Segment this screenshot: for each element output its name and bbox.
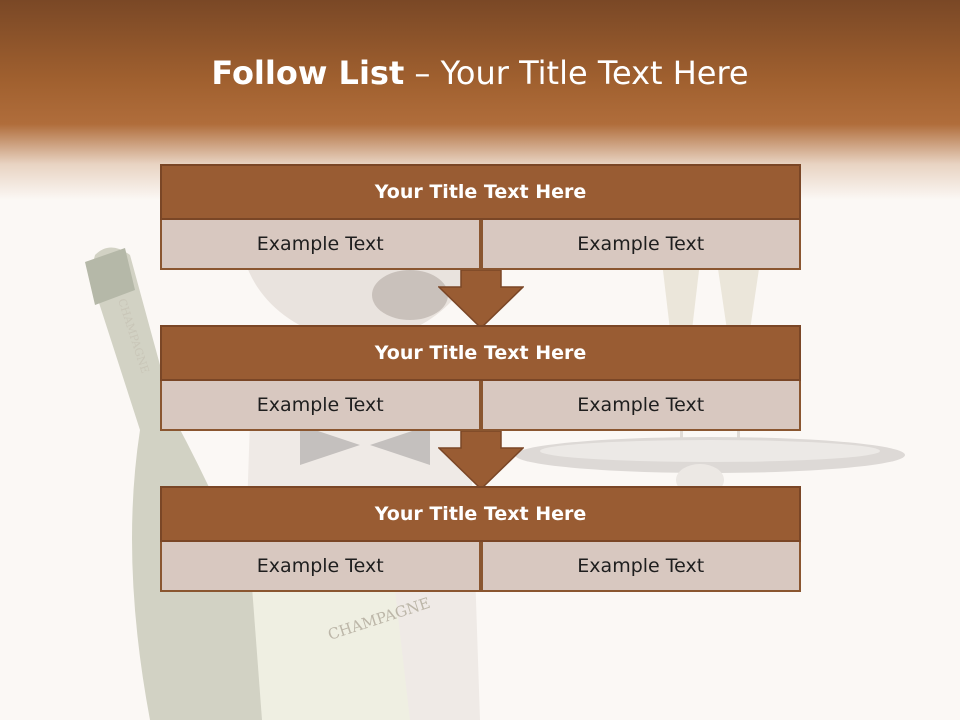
- block-row: Example Text Example Text: [160, 220, 801, 270]
- block-cell-left: Example Text: [160, 220, 481, 270]
- slide-title-rest: – Your Title Text Here: [404, 54, 749, 92]
- list-block-1: Your Title Text Here Example Text Exampl…: [160, 164, 801, 270]
- slide-title: Follow List – Your Title Text Here: [0, 54, 960, 92]
- down-arrow-icon: [438, 270, 524, 330]
- block-title: Your Title Text Here: [160, 325, 801, 381]
- block-cell-left: Example Text: [160, 381, 481, 431]
- block-title: Your Title Text Here: [160, 164, 801, 220]
- block-row: Example Text Example Text: [160, 381, 801, 431]
- list-block-2: Your Title Text Here Example Text Exampl…: [160, 325, 801, 431]
- block-cell-right: Example Text: [480, 542, 801, 592]
- block-cell-right: Example Text: [480, 381, 801, 431]
- block-cell-left: Example Text: [160, 542, 481, 592]
- slide-title-bold: Follow List: [211, 54, 405, 92]
- down-arrow-icon: [438, 431, 524, 491]
- block-row: Example Text Example Text: [160, 542, 801, 592]
- block-cell-right: Example Text: [480, 220, 801, 270]
- block-title: Your Title Text Here: [160, 486, 801, 542]
- list-block-3: Your Title Text Here Example Text Exampl…: [160, 486, 801, 592]
